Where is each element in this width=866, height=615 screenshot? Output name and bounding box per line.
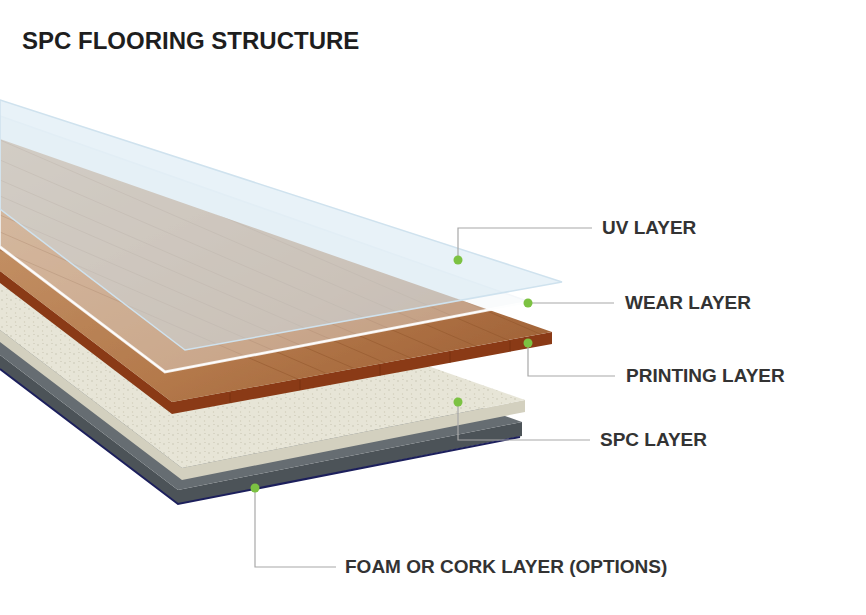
leader-dots (251, 256, 533, 493)
leader-dot (524, 299, 533, 308)
wood-grain (0, 100, 600, 510)
leader-dot (454, 256, 463, 265)
diagram-title: SPC FLOORING STRUCTURE (22, 27, 359, 55)
leader-line (458, 228, 592, 260)
part-label: WEAR LAYER (625, 292, 751, 314)
leader-line (255, 488, 336, 567)
leader-line (528, 302, 614, 303)
leader-dot (454, 398, 463, 407)
uv-top (0, 100, 562, 350)
part-label: SPC LAYER (600, 429, 707, 451)
printing-layer (0, 100, 600, 510)
part-label: PRINTING LAYER (626, 365, 785, 387)
leader-line (528, 343, 615, 376)
leader-dot (251, 484, 260, 493)
uv-layer (0, 100, 562, 350)
part-label: UV LAYER (602, 217, 696, 239)
leader-dot (524, 339, 533, 348)
part-label: FOAM OR CORK LAYER (OPTIONS) (345, 556, 667, 578)
leader-line (458, 402, 590, 440)
leader-lines (255, 228, 615, 567)
